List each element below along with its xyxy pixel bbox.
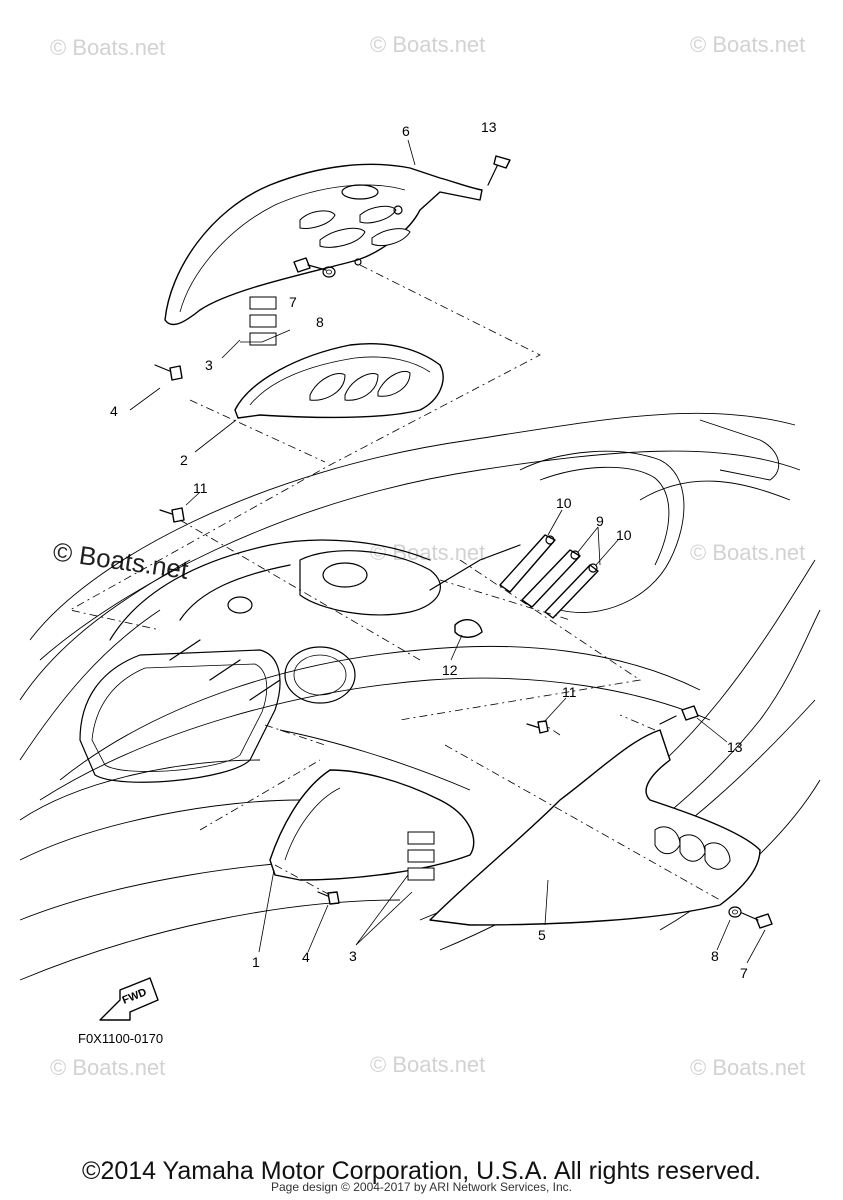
callout-7: 7 bbox=[289, 294, 297, 310]
page-design-credit: Page design © 2004-2017 by ARI Network S… bbox=[270, 1180, 572, 1194]
callout-11: 11 bbox=[562, 684, 577, 700]
callout-1: 1 bbox=[252, 954, 260, 970]
callout-13: 13 bbox=[481, 119, 497, 135]
watermark: © Boats.net bbox=[50, 1055, 165, 1080]
watermark: © Boats.net bbox=[370, 32, 485, 57]
callout-10: 10 bbox=[556, 495, 572, 511]
callout-7: 7 bbox=[740, 965, 748, 981]
copyright-notice: ©2014 Yamaha Motor Corporation, U.S.A. A… bbox=[82, 1157, 761, 1185]
watermark: © Boats.net bbox=[690, 540, 805, 565]
part-2-inner-cover bbox=[234, 343, 444, 419]
watermark: © Boats.net bbox=[690, 32, 805, 57]
watermark: © Boats.net bbox=[370, 540, 485, 565]
part-1-side-cover bbox=[269, 769, 475, 881]
callout-11: 11 bbox=[193, 480, 208, 496]
watermark: © Boats.net bbox=[50, 35, 165, 60]
rear-deck bbox=[79, 539, 521, 783]
leader-lines bbox=[129, 139, 766, 964]
figure-code: F0X1100-0170 bbox=[78, 1031, 163, 1046]
hull-outline bbox=[19, 412, 821, 981]
callout-8: 8 bbox=[316, 314, 324, 330]
callout-12: 12 bbox=[442, 662, 458, 678]
callout-5: 5 bbox=[538, 927, 546, 943]
assembly-lines bbox=[68, 264, 721, 901]
part-9-10-straps bbox=[499, 534, 599, 619]
callout-10: 10 bbox=[616, 527, 632, 543]
callout-2: 2 bbox=[180, 452, 188, 468]
callout-6: 6 bbox=[402, 123, 410, 139]
fasteners bbox=[154, 155, 773, 929]
watermark: © Boats.net bbox=[690, 1055, 805, 1080]
part-5-side-cover bbox=[429, 729, 761, 926]
callouts: 6 13 7 8 3 4 2 11 10 9 10 12 11 13 1 4 3… bbox=[110, 119, 748, 981]
callout-4: 4 bbox=[302, 949, 310, 965]
part-6-rear-cover bbox=[164, 163, 483, 326]
fwd-arrow: FWD bbox=[99, 977, 159, 1021]
part-12-grommet bbox=[454, 618, 483, 638]
callout-3: 3 bbox=[349, 948, 357, 964]
callout-8: 8 bbox=[711, 948, 719, 964]
callout-3: 3 bbox=[205, 357, 213, 373]
callout-13: 13 bbox=[727, 739, 743, 755]
callout-4: 4 bbox=[110, 403, 118, 419]
watermark: © Boats.net bbox=[370, 1052, 485, 1077]
callout-9: 9 bbox=[596, 513, 604, 529]
